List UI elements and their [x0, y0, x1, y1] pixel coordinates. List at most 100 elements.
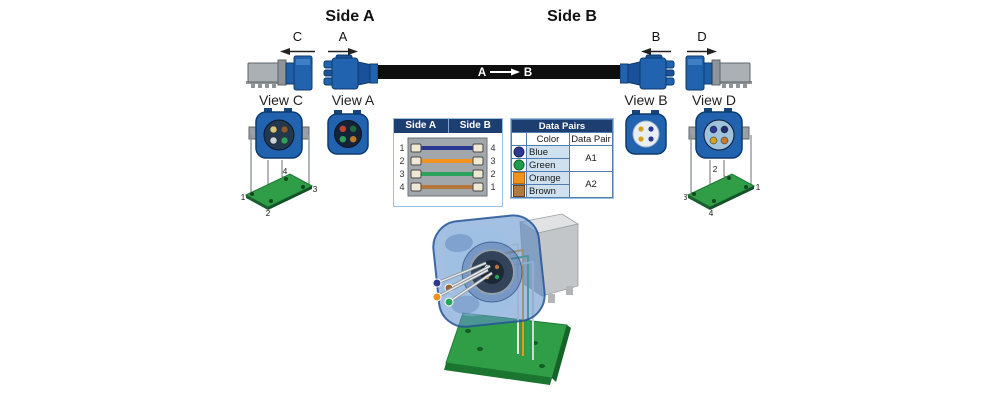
arrow-right-icon: [687, 48, 717, 55]
cable-label-from: A: [478, 67, 486, 79]
pcb-board: [686, 173, 756, 210]
pin-dot: [709, 125, 718, 134]
wiring-header-side-b: Side B: [459, 120, 491, 131]
side-a-label: Side A: [325, 8, 375, 25]
pin-number: 2: [713, 164, 718, 174]
pair-col-header: Data Pair: [570, 133, 612, 145]
view-a-face: [327, 110, 369, 155]
pin-dot: [720, 136, 729, 145]
pin-number: 1: [490, 182, 495, 192]
data-pair-a1: A1: [570, 146, 612, 171]
wire-rows: [419, 146, 476, 189]
pin-number: 4: [283, 166, 288, 176]
orange-wire-end: [432, 292, 442, 302]
wiring-header-side-a: Side A: [394, 119, 449, 133]
data-pairs-title: Data Pairs: [512, 120, 612, 132]
swatch-col-header: [512, 133, 526, 145]
wiring-diagram: 1 2 3 4 4 3 2 1: [399, 137, 496, 197]
pin-number: 1: [399, 143, 404, 153]
mate-arrow-b-label: B: [651, 29, 661, 44]
view-b-label: View B: [624, 92, 668, 108]
pin-number: 1: [756, 182, 761, 192]
view-a-connector: [323, 54, 378, 90]
pcb-pin-numbers: 1 2 3 4: [241, 166, 318, 218]
data-pairs-table: Data Pairs Color Data Pair Blue A1 Green…: [510, 118, 614, 199]
pcb-board: [244, 173, 314, 210]
cable: A B: [374, 65, 624, 79]
color-name-brown: Brown: [527, 185, 569, 197]
pin-dot: [269, 125, 278, 134]
pin-number: 2: [490, 169, 495, 179]
blue-wire-end: [432, 278, 442, 288]
plug-blue: [323, 54, 378, 90]
pin-dot: [648, 126, 654, 132]
mate-arrow-d-label: D: [697, 29, 707, 44]
wire-terminals: [410, 143, 484, 192]
pin-dot: [350, 136, 357, 143]
color-name-orange: Orange: [527, 172, 569, 184]
swatch-green: [512, 159, 526, 171]
view-c-face-pcb: 1 2 3 4: [241, 108, 318, 218]
plug-blue-mirrored: [620, 54, 675, 90]
pin-dot: [638, 136, 644, 142]
pin-numbers-side-a: 1 2 3 4: [399, 143, 404, 192]
mate-arrow-c: C: [279, 30, 316, 60]
housing-translucent: [432, 214, 546, 328]
pin-number: 2: [266, 208, 271, 218]
mate-arrow-d: D: [686, 30, 718, 60]
pin-number: 4: [490, 143, 495, 153]
pin-number: 3: [684, 192, 688, 202]
pin-dot: [280, 136, 289, 145]
view-d-connector: [685, 55, 752, 91]
pcb-jack-gray: [246, 59, 287, 88]
connector-3d-render: [432, 213, 580, 385]
green-circle-icon: [513, 159, 525, 171]
view-c-connector: [246, 55, 313, 91]
pin-dot: [648, 136, 654, 142]
pin-dot: [494, 274, 500, 280]
arrow-left-icon: [641, 48, 671, 55]
view-b-connector: [620, 54, 675, 90]
wiring-table: Side A Side B 1 2 3 4: [393, 118, 503, 207]
connector-face: [688, 108, 750, 159]
pin-dot: [494, 264, 500, 270]
color-col-header: Color: [527, 133, 569, 145]
side-b-label: Side B: [547, 8, 597, 25]
pcb-pin-numbers: 1 2 3 4: [684, 164, 761, 218]
pin-number: 1: [241, 192, 246, 202]
pin-numbers-side-b: 4 3 2 1: [490, 143, 495, 192]
pin-dot: [280, 125, 289, 134]
swatch-blue: [512, 146, 526, 158]
pin-dot: [720, 125, 729, 134]
view-d-face-pcb: 1 2 3 4: [684, 108, 761, 218]
orange-square-icon: [513, 172, 525, 184]
color-name-green: Green: [527, 159, 569, 171]
view-d-label: View D: [691, 92, 737, 108]
connector-face: [248, 108, 310, 159]
data-pair-a2: A2: [570, 172, 612, 197]
pin-dot: [638, 126, 644, 132]
blue-circle-icon: [513, 146, 525, 158]
pcb-jack-mirrored: [685, 55, 752, 91]
brown-square-icon: [513, 185, 525, 197]
pin-number: 4: [399, 182, 404, 192]
mate-arrow-a-label: A: [338, 29, 348, 44]
jack-barrel-blue: [285, 55, 313, 91]
swatch-brown: [512, 185, 526, 197]
cable-label-to: B: [524, 67, 532, 79]
pin-dot: [339, 125, 346, 132]
pin-dot: [269, 136, 278, 145]
cable-arrow-head: [511, 68, 520, 76]
mate-arrow-a: A: [327, 30, 359, 60]
view-a-label: View A: [331, 92, 375, 108]
pin-number: 3: [399, 169, 404, 179]
view-c-label: View C: [258, 92, 304, 108]
arrow-left-icon: [280, 48, 315, 55]
pin-number: 3: [313, 184, 318, 194]
color-name-blue: Blue: [527, 146, 569, 158]
swatch-orange: [512, 172, 526, 184]
pin-dot: [339, 136, 346, 143]
pin-number: 3: [490, 156, 495, 166]
pin-number: 2: [399, 156, 404, 166]
